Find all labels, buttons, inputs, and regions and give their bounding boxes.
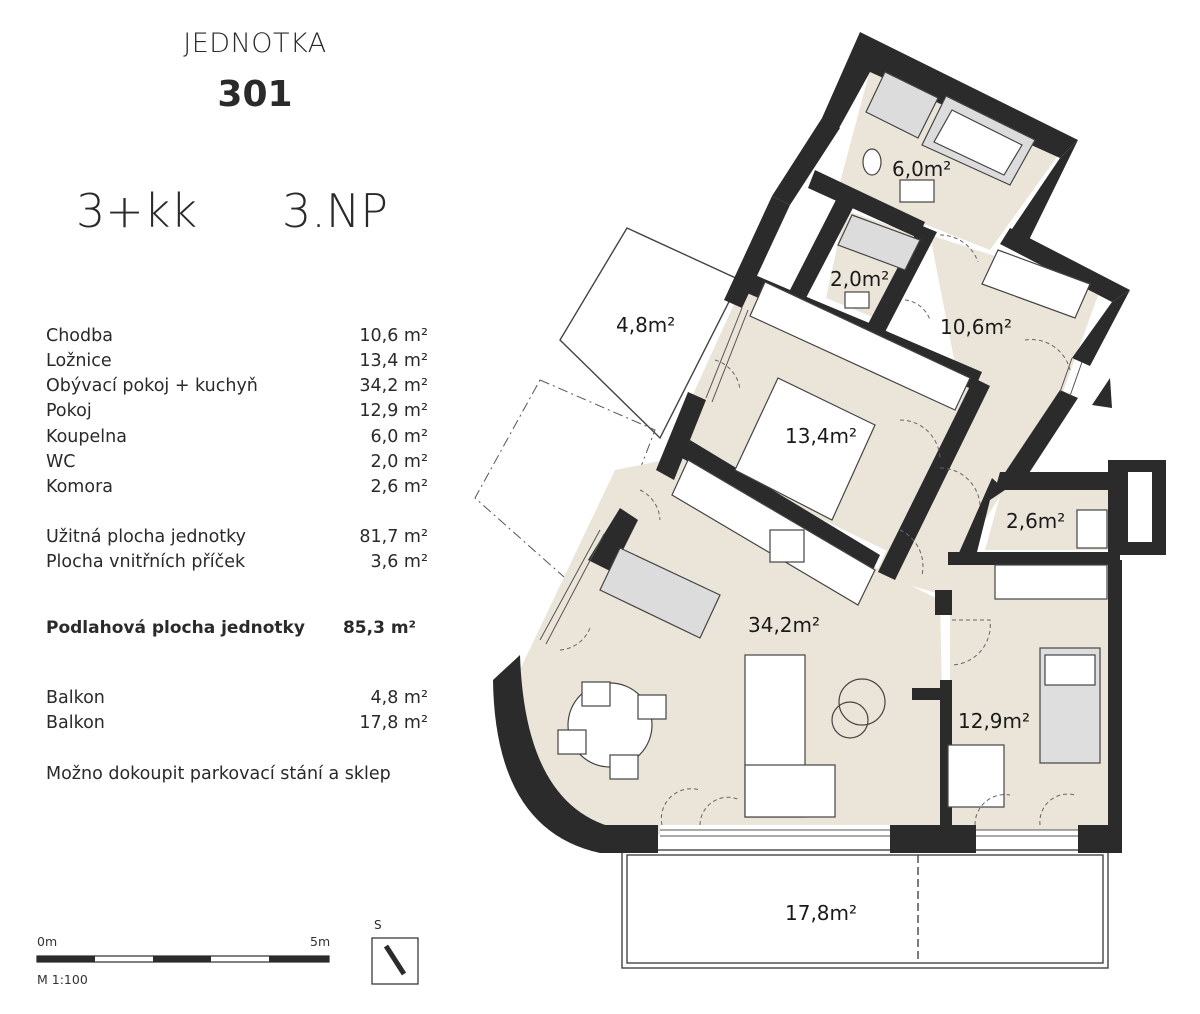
scale-start-label: 0m [37, 934, 58, 949]
windows [539, 307, 1083, 837]
entrance-arrow [1092, 378, 1112, 408]
balcony-area: 17,8 m² [359, 713, 428, 733]
balcony-name: Balkon [46, 688, 105, 708]
label-koupelna: 6,0m² [892, 157, 951, 181]
room-area: 2,0 m² [370, 452, 428, 472]
label-loznice: 13,4m² [785, 424, 857, 448]
summary-area: 81,7 m² [359, 527, 428, 547]
room-area: 10,6 m² [359, 326, 428, 346]
label-wc: 2,0m² [830, 267, 889, 291]
summary-area: 3,6 m² [370, 552, 428, 572]
room-area: 34,2 m² [359, 376, 428, 396]
label-balkon-small: 4,8m² [616, 313, 675, 337]
label-balkon-large: 17,8m² [785, 901, 857, 925]
room-row-loznice: Ložnice 13,4 m² [46, 351, 428, 375]
balcony-small [559, 227, 741, 440]
summary-row-usable: Užitná plocha jednotky 81,7 m² [46, 527, 428, 551]
room-name: WC [46, 452, 76, 472]
room-row-koupelna: Koupelna 6,0 m² [46, 427, 428, 451]
room-name: Komora [46, 477, 113, 497]
furniture [557, 71, 1108, 818]
room-name: Chodba [46, 326, 113, 346]
scale-ratio-label: M 1:100 [37, 972, 88, 987]
unit-label: JEDNOTKA [183, 28, 327, 59]
room-row-pokoj: Pokoj 12,9 m² [46, 401, 428, 425]
room-name: Pokoj [46, 401, 92, 421]
door-swings [559, 234, 1076, 826]
balcony-large [621, 849, 1109, 969]
label-obyvaci: 34,2m² [748, 613, 820, 637]
room-name: Obývací pokoj + kuchyň [46, 376, 258, 396]
room-area: 12,9 m² [359, 401, 428, 421]
room-name: Ložnice [46, 351, 112, 371]
unit-number: 301 [217, 74, 293, 115]
label-pokoj: 12,9m² [958, 709, 1030, 733]
balcony-row-small: Balkon 4,8 m² [46, 688, 428, 712]
room-row-komora: Komora 2,6 m² [46, 477, 428, 501]
summary-name: Užitná plocha jednotky [46, 527, 247, 547]
scale-end-label: 5m [310, 934, 331, 949]
total-row: Podlahová plocha jednotky 85,3 m² [46, 618, 428, 642]
summary-name: Plocha vnitřních příček [46, 552, 246, 572]
info-panel: JEDNOTKA 301 3+kk 3.NP Chodba 10,6 m² Lo… [0, 0, 460, 1014]
compass [371, 937, 419, 985]
balcony-area: 4,8 m² [370, 688, 428, 708]
scale-bar [36, 955, 330, 963]
label-chodba: 10,6m² [940, 315, 1012, 339]
room-name: Koupelna [46, 427, 127, 447]
room-row-wc: WC 2,0 m² [46, 452, 428, 476]
balcony-name: Balkon [46, 713, 105, 733]
room-area: 2,6 m² [370, 477, 428, 497]
floor-label: 3.NP [282, 184, 389, 238]
compass-label: S [374, 918, 382, 932]
total-name: Podlahová plocha jednotky [46, 618, 305, 638]
total-area: 85,3 m² [342, 618, 416, 638]
room-row-obyvaci: Obývací pokoj + kuchyň 34,2 m² [46, 376, 428, 400]
parking-note: Možno dokoupit parkovací stání a sklep [46, 764, 391, 784]
summary-row-partitions: Plocha vnitřních příček 3,6 m² [46, 552, 428, 576]
room-area: 6,0 m² [370, 427, 428, 447]
room-labels: 6,0m² 2,0m² 10,6m² 4,8m² 13,4m² 2,6m² 34… [616, 157, 1065, 925]
balcony-row-large: Balkon 17,8 m² [46, 713, 428, 737]
room-area: 13,4 m² [359, 351, 428, 371]
label-komora: 2,6m² [1006, 509, 1065, 533]
room-row-chodba: Chodba 10,6 m² [46, 326, 428, 350]
layout-type: 3+kk [76, 184, 198, 238]
